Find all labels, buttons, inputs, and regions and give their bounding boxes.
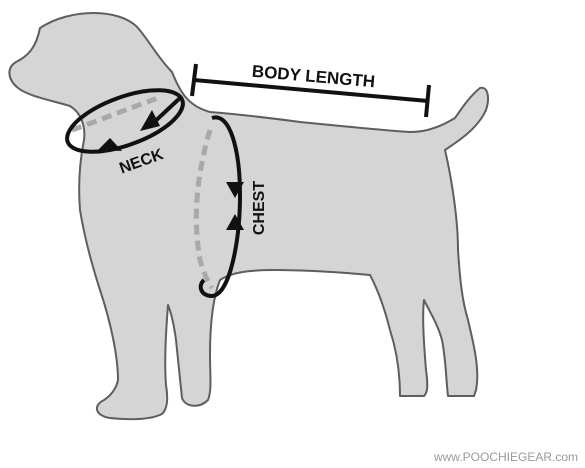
body-length-end-cap-left: [192, 64, 196, 96]
website-credit: www.POOCHIEGEAR.com: [433, 450, 578, 464]
dog-silhouette: [9, 13, 488, 419]
body-length-end-cap-right: [426, 85, 429, 117]
chest-label: CHEST: [251, 181, 268, 235]
